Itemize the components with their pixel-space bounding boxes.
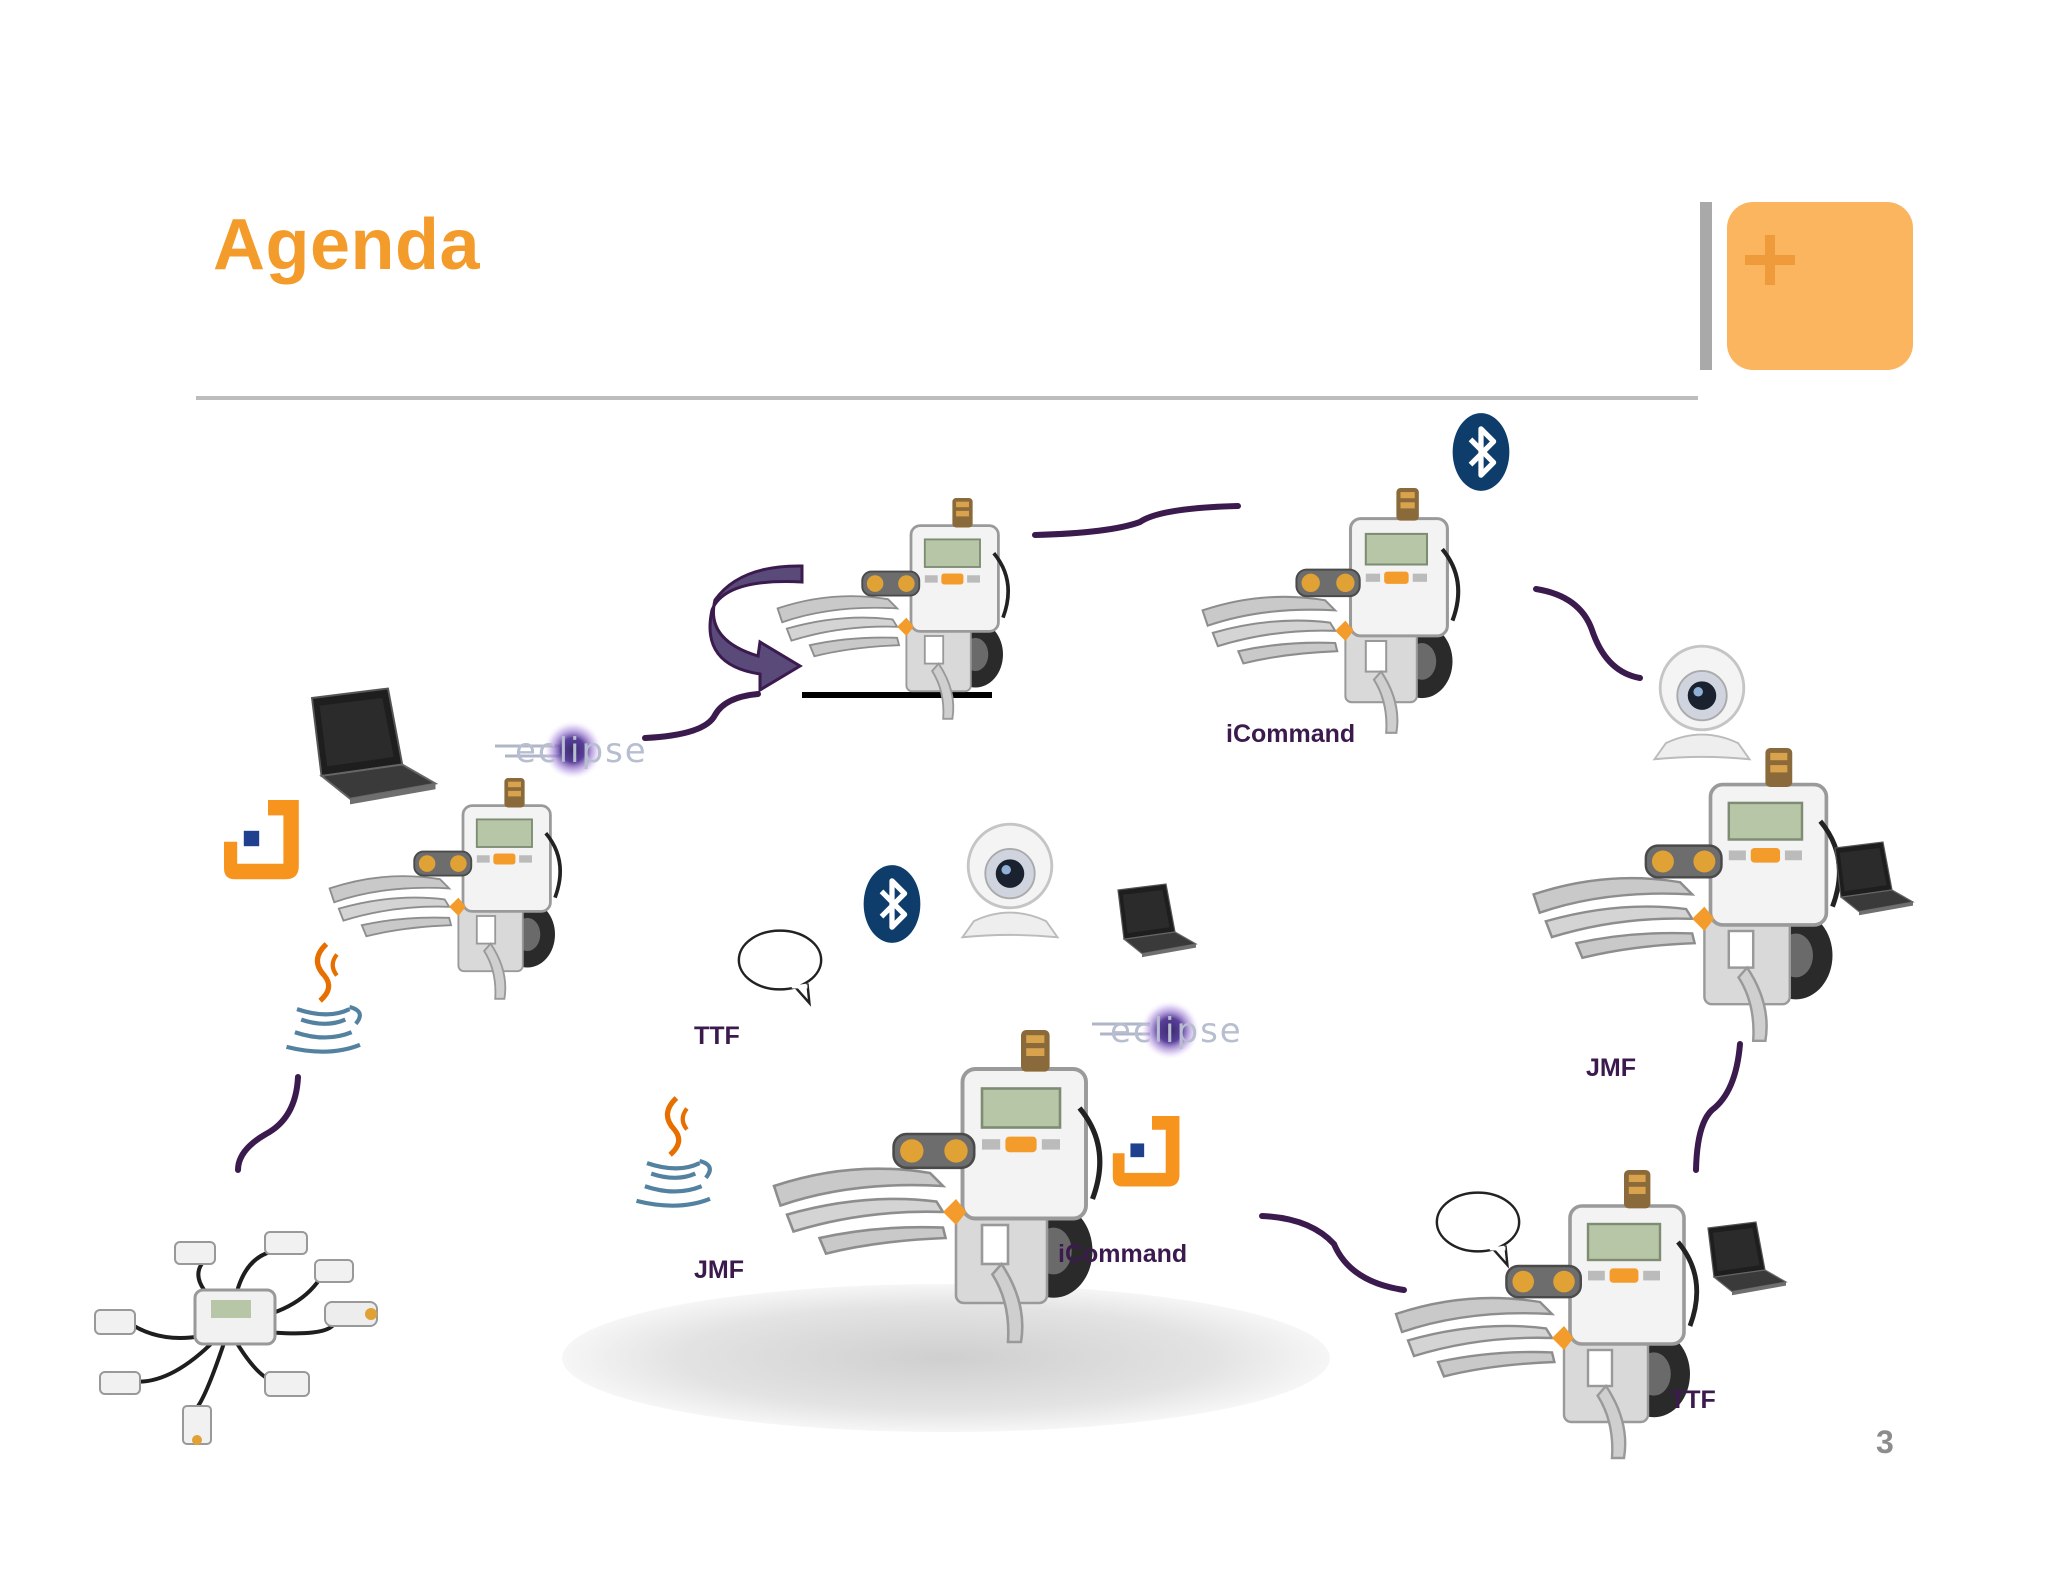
laptop-icon-center	[1117, 883, 1197, 958]
plus-badge	[1727, 202, 1913, 370]
label-icommand-center: iCommand	[1058, 1240, 1188, 1268]
page-number: 3	[1876, 1424, 1894, 1460]
label-icommand-top: iCommand	[1226, 720, 1356, 748]
laptop-icon-bottom-right	[1707, 1221, 1787, 1296]
floor-shadow	[562, 1284, 1330, 1432]
java-logo-center	[637, 1098, 711, 1206]
svg-text:eclipse: eclipse	[1110, 1011, 1243, 1051]
bluetooth-icon-center	[864, 865, 921, 943]
label-ttf-center: TTF	[694, 1022, 740, 1050]
rotation-arrow-icon	[708, 564, 804, 693]
connector-bottom-right	[1259, 1213, 1407, 1293]
eclipse-logo-left: eclipse	[495, 720, 648, 780]
speech-bubble-icon-center	[736, 928, 824, 1006]
slide-title: Agenda	[213, 205, 481, 285]
bluetooth-icon-top	[1453, 413, 1510, 491]
webcam-icon-center	[961, 822, 1059, 939]
label-jmf-center: JMF	[694, 1256, 744, 1284]
laptop-icon-left	[311, 687, 437, 806]
accent-bar	[1700, 202, 1712, 370]
lego-robot-left	[327, 776, 563, 1001]
stage-line	[802, 692, 992, 698]
connector-right-vertical	[1693, 1041, 1743, 1173]
eclipse-logo-center: eclipse	[1092, 1000, 1243, 1060]
speech-bubble-icon-right	[1434, 1190, 1522, 1268]
connector-left-vertical	[235, 1074, 301, 1173]
webcam-icon-right	[1653, 644, 1751, 761]
label-ttf-right: TTF	[1670, 1386, 1716, 1414]
svg-text:eclipse: eclipse	[515, 731, 648, 771]
laptop-icon-right	[1834, 841, 1914, 916]
connector-eclipse-to-robot	[642, 691, 761, 741]
title-underline	[196, 396, 1698, 400]
connector-top-robots	[1032, 503, 1241, 538]
lego-robot-right	[1534, 748, 1840, 1041]
lego-robot-top-right	[1203, 488, 1459, 733]
java-logo-left	[287, 944, 361, 1052]
label-jmf-right: JMF	[1586, 1054, 1636, 1082]
lego-robot-top-center	[775, 496, 1011, 721]
connector-top-right	[1533, 586, 1643, 681]
jdk-logo-center	[1112, 1116, 1180, 1187]
plus-icon	[1765, 235, 1775, 285]
jdk-logo-left	[224, 800, 299, 880]
lego-parts	[94, 1231, 378, 1445]
